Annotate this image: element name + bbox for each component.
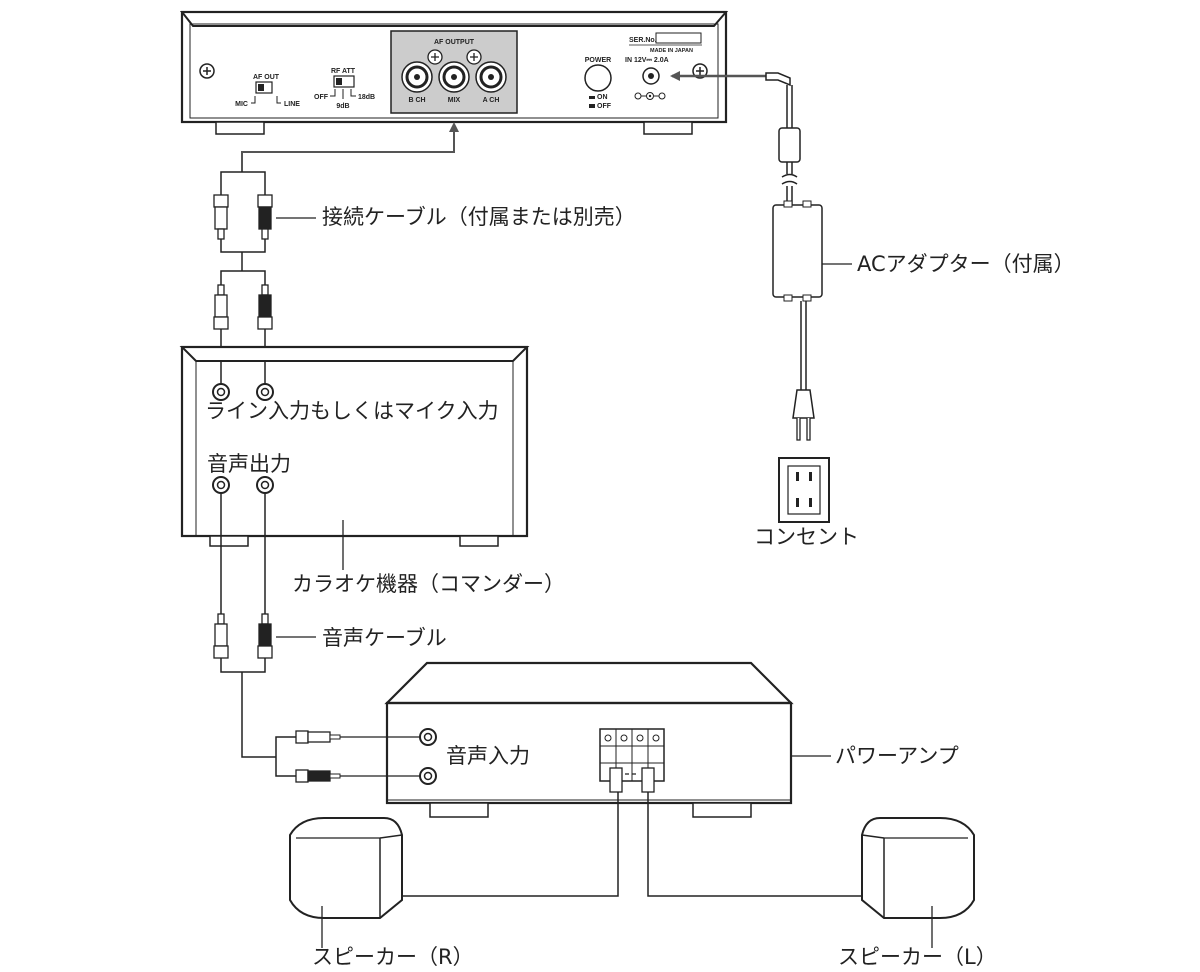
power-label: POWER [585,57,611,64]
af-out-label: AF OUT [253,74,280,81]
audio-output-jack[interactable] [256,476,274,494]
dc-in-label: IN 12V⎓ 2.0A [625,57,669,64]
rf-att-label: RF ATT [331,68,356,75]
power-on-label: ON [597,94,608,101]
dc-in-jack[interactable] [642,67,660,85]
receiver-foot-right [643,121,693,135]
serial-label: SER.No. [629,37,657,44]
speaker-terminal-block[interactable] [599,728,665,793]
rf-att-switch[interactable] [333,75,355,88]
ac-adapter-label: ACアダプター（付属） [857,252,1075,276]
connection-cable-label: 接続ケーブル（付属または別売） [322,205,636,229]
ac-adapter-body [772,204,823,298]
receiver-foot-left [215,121,265,135]
ach-label: A CH [483,97,500,104]
wall-outlet [778,457,830,523]
ach-jack[interactable] [475,61,507,93]
speaker-r [289,792,619,948]
line-mic-input-jack[interactable] [212,383,230,401]
receiver-unit: AF OUT MIC LINE RF ATT OFF 9dB 18dB AF O… [179,10,729,135]
line-mic-input-jack[interactable] [256,383,274,401]
mix-jack[interactable] [438,61,470,93]
karaoke-device-label: カラオケ機器（コマンダー） [292,572,565,596]
audio-output-label: 音声出力 [207,452,291,476]
ac-adapter [670,71,852,441]
screw-icon [199,63,215,79]
screw-icon [692,63,708,79]
power-off-label: OFF [597,103,612,110]
af-output-label: AF OUTPUT [434,39,475,46]
power-amp [384,661,831,818]
ferrite-core-icon [778,127,801,163]
rf-att-18db-label: 18dB [358,94,375,101]
af-out-line-label: LINE [284,101,300,108]
speaker-r-label: スピーカー（R） [312,945,474,969]
karaoke-device [179,345,530,570]
audio-input-jack[interactable] [419,767,437,785]
connection-cable [213,122,459,384]
bch-label: B CH [408,97,425,104]
power-on-icon [589,96,595,99]
af-out-mic-label: MIC [235,101,248,108]
rf-att-off-label: OFF [314,94,329,101]
made-in-label: MADE IN JAPAN [650,48,693,54]
mix-label: MIX [448,97,461,104]
line-mic-input-label: ライン入力もしくはマイク入力 [205,399,499,423]
speaker-l [647,792,975,948]
power-button[interactable] [584,64,612,92]
ac-plug-icon [792,389,815,419]
serial-plate [655,32,702,44]
polarity-icon [634,92,666,100]
audio-cable [213,493,420,783]
outlet-label: コンセント [754,525,859,549]
power-amp-label: パワーアンプ [835,744,959,768]
audio-cable-label: 音声ケーブル [322,626,447,650]
speaker-l-label: スピーカー（L） [838,945,997,969]
power-off-icon [589,104,595,108]
screw-icon [466,49,482,65]
audio-input-jack[interactable] [419,728,437,746]
audio-output-jack[interactable] [212,476,230,494]
audio-input-label: 音声入力 [446,744,530,768]
rf-att-9db-label: 9dB [336,103,349,110]
bch-jack[interactable] [401,61,433,93]
dc-plug-icon [765,72,791,87]
screw-icon [427,49,443,65]
